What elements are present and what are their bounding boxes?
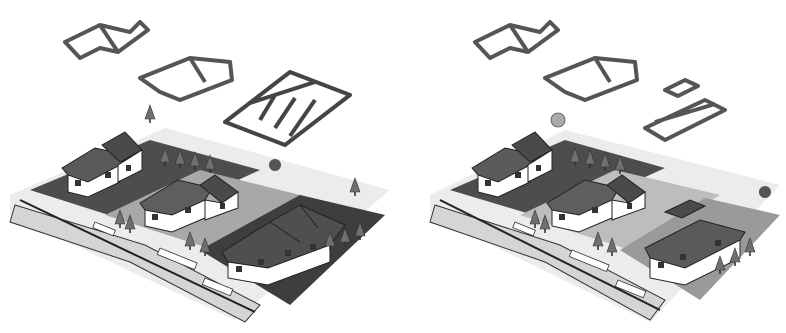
- left-panel: [10, 22, 390, 322]
- right-footprint-1: [475, 22, 558, 58]
- right-footprint-2: [545, 58, 637, 100]
- right-footprint-3: [645, 80, 725, 140]
- left-footprint-2: [140, 58, 232, 100]
- left-footprint-3: [225, 72, 350, 145]
- right-panel: [430, 22, 780, 322]
- left-footprint-1: [65, 22, 148, 58]
